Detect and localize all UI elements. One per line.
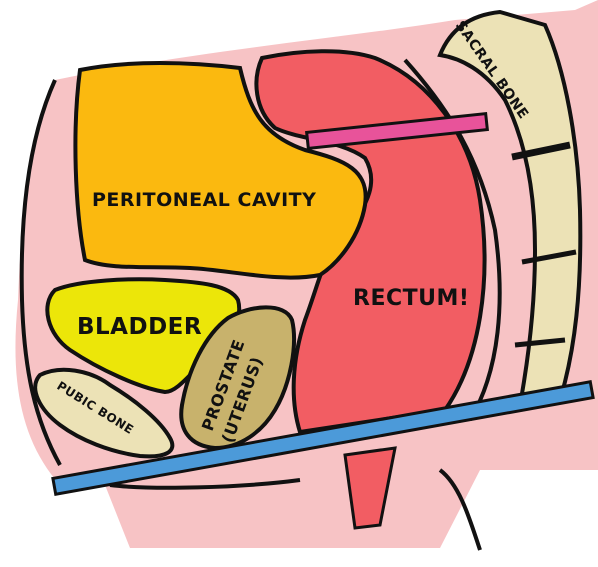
label-bladder: BLADDER (77, 314, 202, 340)
label-rectum: RECTUM! (353, 286, 469, 311)
label-peritoneal-cavity: PERITONEAL CAVITY (92, 189, 316, 211)
